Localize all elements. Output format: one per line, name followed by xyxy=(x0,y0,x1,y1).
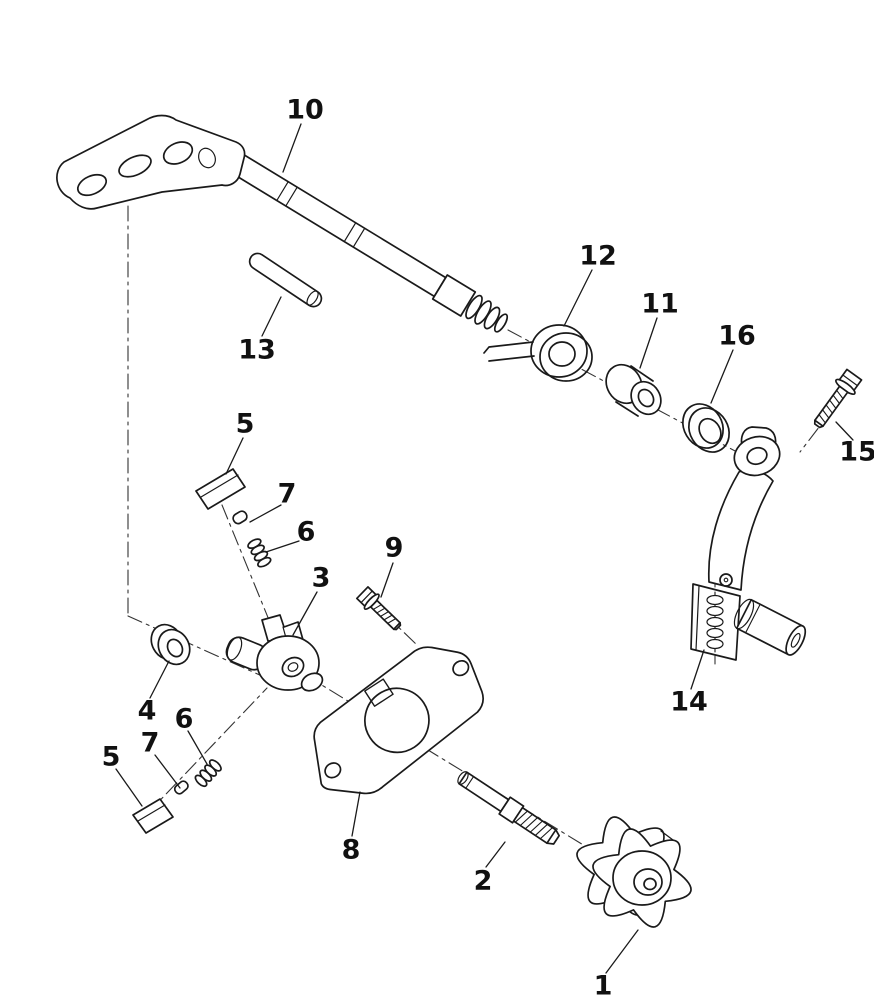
part-callout-16: 16 xyxy=(718,320,756,352)
part-callout-14: 14 xyxy=(670,686,708,718)
part-callout-5-upper: 5 xyxy=(235,408,255,440)
shift-cam-part1 xyxy=(576,816,692,928)
stopper-plate-part8 xyxy=(313,646,484,795)
part-callout-15: 15 xyxy=(839,436,874,468)
part-callout-12: 12 xyxy=(579,240,617,272)
part-callout-10: 10 xyxy=(286,94,324,126)
detent-pin-upper-part7 xyxy=(232,510,248,525)
washer-part4 xyxy=(150,623,191,666)
shift-guide-part3 xyxy=(225,614,324,692)
part-callout-6-lower: 6 xyxy=(174,703,194,735)
part-callout-11: 11 xyxy=(641,288,679,320)
part-callout-8: 8 xyxy=(341,834,361,866)
shift-cam-bolt-part2 xyxy=(457,771,561,845)
torsion-spring-part12 xyxy=(483,324,593,382)
detent-spring-lower-part6 xyxy=(194,759,222,788)
detent-spring-upper-part6 xyxy=(247,538,272,568)
detent-pin-lower-part7 xyxy=(173,780,189,795)
part-callout-6-upper: 6 xyxy=(296,516,316,548)
part-callout-1: 1 xyxy=(593,970,613,1000)
part-callout-5-lower: 5 xyxy=(101,741,121,773)
part-callout-13: 13 xyxy=(238,334,276,366)
part-callout-4: 4 xyxy=(137,695,157,727)
flange-bolt-part15 xyxy=(813,368,863,429)
part-callout-7-lower: 7 xyxy=(140,727,160,759)
stopper-lever-part14 xyxy=(690,426,807,661)
flange-bolt-part9 xyxy=(355,586,402,631)
part-callout-2: 2 xyxy=(473,865,493,897)
dowel-pin-part13 xyxy=(248,252,323,308)
part-callout-3: 3 xyxy=(311,562,331,594)
collar-part11 xyxy=(605,363,662,417)
part-callout-7-upper: 7 xyxy=(277,478,297,510)
oil-seal-part16 xyxy=(682,403,730,453)
leader-lines xyxy=(115,123,854,974)
detent-wedge-lower-part5 xyxy=(132,798,174,834)
part-callout-9: 9 xyxy=(384,532,404,564)
shift-shaft-part10 xyxy=(56,114,509,333)
detent-wedge-upper-part5 xyxy=(195,468,246,510)
